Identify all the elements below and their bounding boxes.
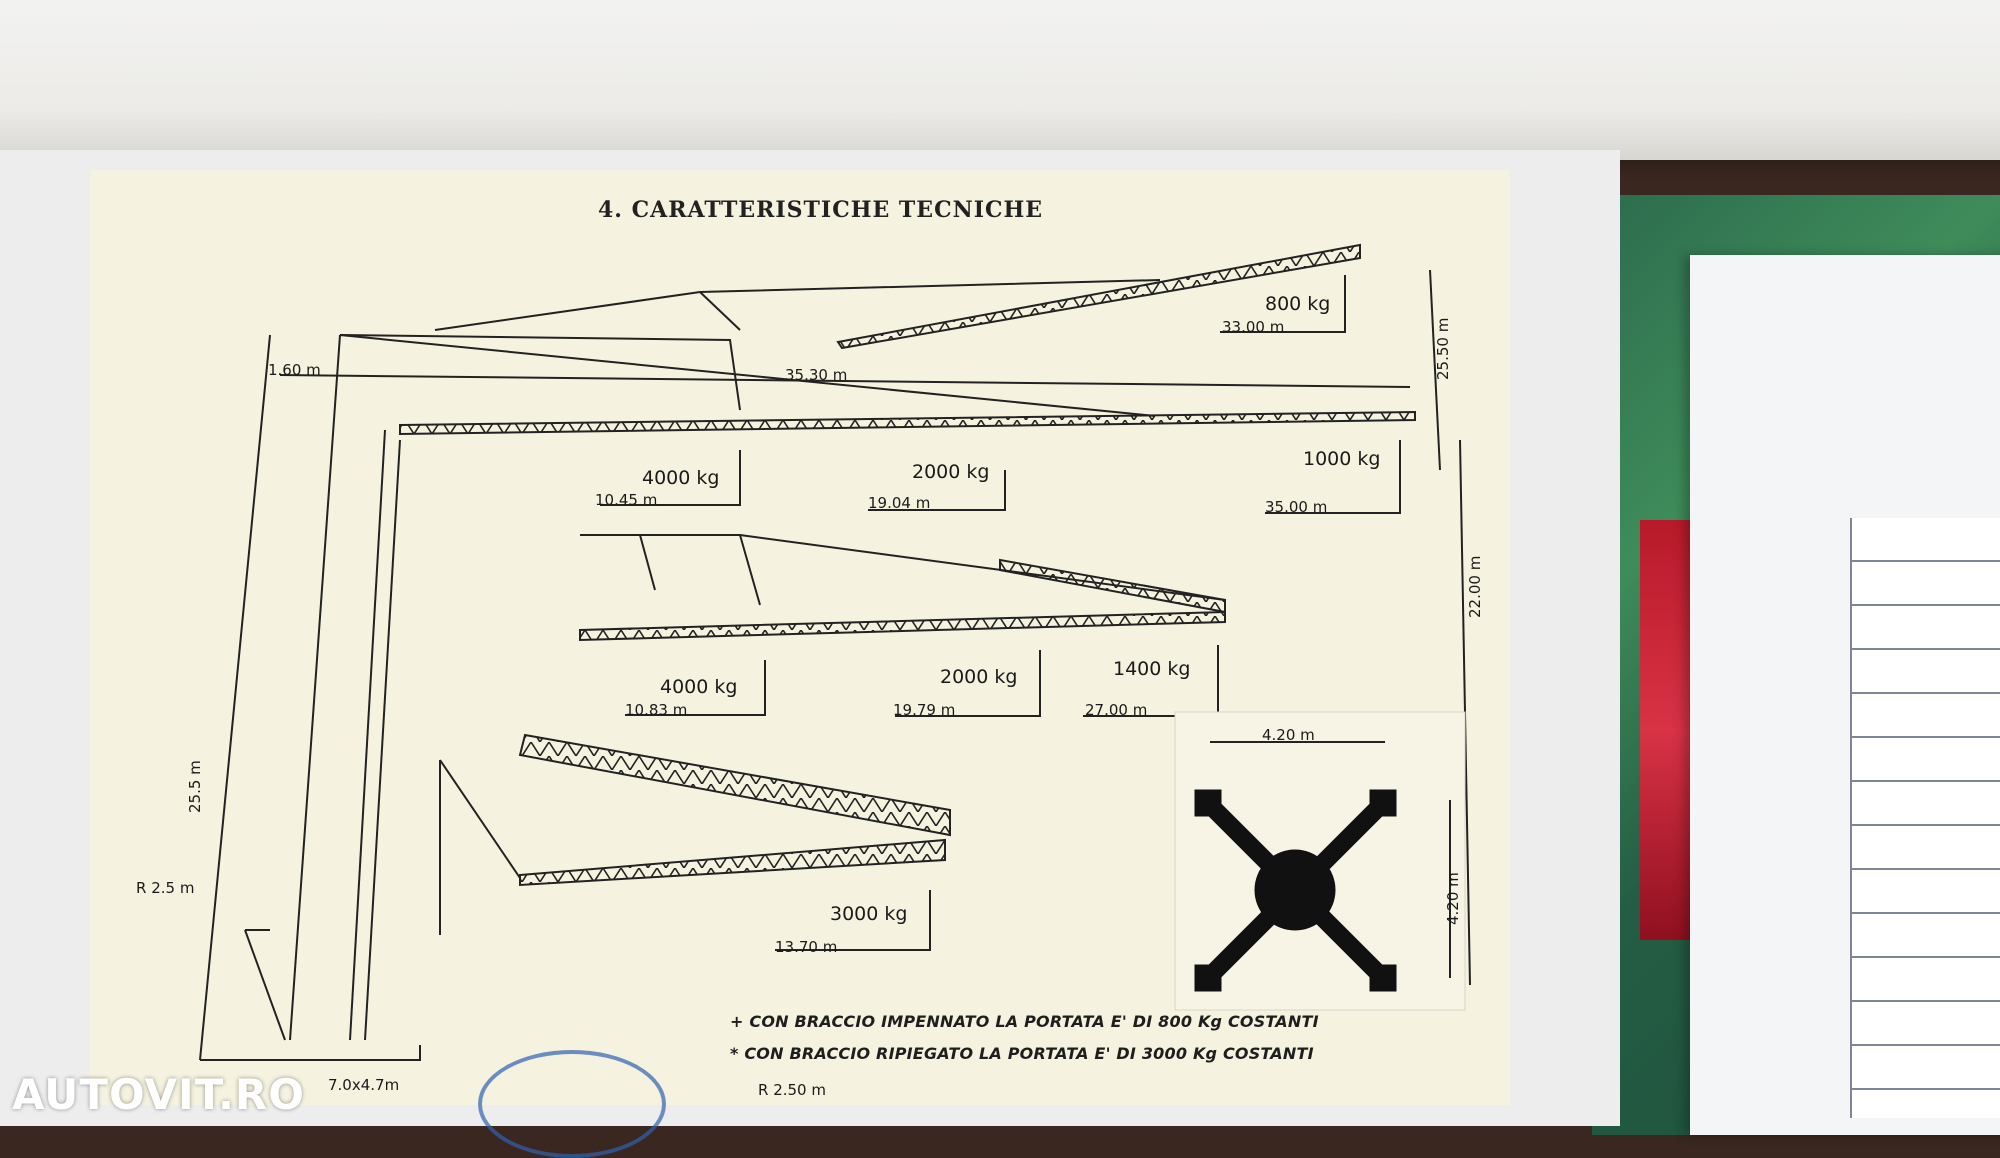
load-line-8 (775, 890, 931, 951)
label-r-2-5m: R 2.5 m (136, 879, 194, 897)
radius-19-04: 19.04 m (868, 494, 930, 512)
height-dim-1 (1429, 269, 1441, 471)
mid-jib (579, 610, 1226, 642)
label-base-size: 7.0x4.7m (328, 1076, 399, 1094)
luffed-jib (836, 243, 1361, 350)
load-line-6 (895, 650, 1041, 717)
label-1-60m: 1.60 m (268, 361, 321, 379)
mid-upper-jib (999, 558, 1226, 614)
tower-left-edge (199, 334, 271, 1061)
base-centre (1254, 849, 1336, 931)
label-4-20-width: 4.20 m (1262, 726, 1315, 744)
tower-column (349, 429, 386, 1041)
tower-right-edge (289, 334, 341, 1041)
radius-13-70: 13.70 m (775, 938, 837, 956)
note-luffed: + CON BRACCIO IMPENNATO LA PORTATA E' DI… (730, 1012, 1319, 1031)
base-cross-shape (1194, 789, 1397, 992)
label-tower-25-5m: 25.5 m (186, 760, 204, 813)
tower-base (200, 1045, 421, 1061)
label-33m: 33.00 m (1222, 318, 1284, 336)
mid-pendant (639, 534, 761, 606)
folded-jib-lower (519, 838, 946, 887)
load-2000-b: 2000 kg (940, 666, 1017, 688)
load-2000-a: 2000 kg (912, 461, 989, 483)
spec-title: 4. CARATTERISTICHE TECNICHE (598, 197, 1044, 223)
label-800kg: 800 kg (1265, 293, 1330, 315)
main-jib (399, 410, 1416, 436)
main-pendant-1 (339, 334, 741, 411)
radius-19-79: 19.79 m (893, 701, 955, 719)
load-4000-a: 4000 kg (642, 467, 719, 489)
autovit-watermark: AUTOVIT.RO (12, 1070, 305, 1119)
radius-10-45: 10.45 m (595, 491, 657, 509)
label-r-2-50m: R 2.50 m (758, 1081, 826, 1099)
label-25-50m: 25.50 m (1434, 318, 1452, 380)
note-folded: * CON BRACCIO RIPIEGATO LA PORTATA E' DI… (730, 1044, 1314, 1063)
folded-jib-upper (518, 733, 951, 837)
radius-10-83: 10.83 m (625, 701, 687, 719)
load-4000-b: 4000 kg (660, 676, 737, 698)
load-1000: 1000 kg (1303, 448, 1380, 470)
luffed-pendant (699, 291, 741, 331)
tower-ladder (244, 929, 286, 1041)
load-line-5 (625, 660, 766, 716)
load-line-1 (600, 450, 741, 506)
notebook-lined-page (1850, 518, 2000, 1118)
folded-mast (439, 759, 521, 935)
tower-column-2 (364, 439, 401, 1041)
label-35-30m: 35.30 m (785, 366, 847, 384)
load-line-2 (868, 470, 1006, 511)
span-line (279, 374, 1411, 388)
main-tie (339, 334, 1156, 417)
load-line-4 (1220, 275, 1346, 333)
load-1400: 1400 kg (1113, 658, 1190, 680)
label-22-00m: 22.00 m (1466, 556, 1484, 618)
top-paper-stack (0, 0, 2000, 160)
radius-35-00: 35.00 m (1265, 498, 1327, 516)
label-4-20-depth: 4.20 m (1444, 872, 1462, 925)
radius-27-00: 27.00 m (1085, 701, 1147, 719)
load-line-3 (1265, 440, 1401, 514)
load-3000: 3000 kg (830, 903, 907, 925)
crane-diagram: 800 kg 33.00 m 25.50 m 1.60 m 35.30 m 40… (136, 243, 1484, 1099)
blue-stamp (478, 1050, 666, 1158)
